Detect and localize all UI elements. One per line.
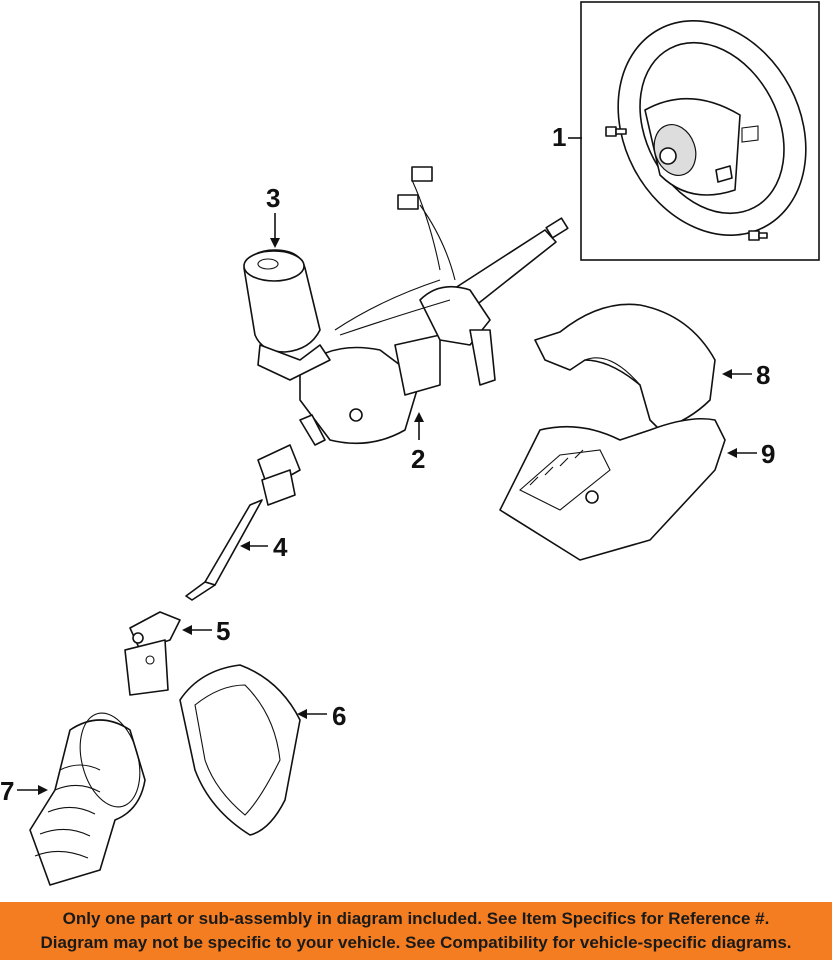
intermediate-shaft [185, 444, 301, 601]
callout-label-8: 8 [756, 360, 770, 390]
universal-joint [124, 611, 181, 696]
wheel-bolt-upper [605, 126, 627, 137]
callout-label-5: 5 [216, 616, 230, 646]
callout-6: 6 [297, 701, 346, 731]
callout-5: 5 [182, 616, 230, 646]
callout-3: 3 [266, 183, 280, 248]
callout-label-1: 1 [552, 122, 566, 152]
disclaimer-banner: Only one part or sub-assembly in diagram… [0, 902, 832, 960]
wheel-bolt-lower [748, 230, 768, 241]
callout-label-3: 3 [266, 183, 280, 213]
callout-2: 2 [411, 412, 425, 474]
disclaimer-line-1: Only one part or sub-assembly in diagram… [62, 909, 770, 928]
steering-wheel [617, 20, 807, 236]
callout-label-4: 4 [273, 532, 288, 562]
callout-label-2: 2 [411, 444, 425, 474]
upper-column-cover [534, 303, 716, 431]
steering-wheel-inset [580, 1, 820, 261]
callout-7: 7 [0, 776, 48, 806]
callout-9: 9 [727, 439, 775, 469]
column-cover-plate [179, 664, 301, 836]
callout-label-6: 6 [332, 701, 346, 731]
steering-column-assembly [299, 166, 569, 446]
lower-column-cover [499, 417, 726, 561]
callout-label-9: 9 [761, 439, 775, 469]
steering-motor [243, 249, 331, 381]
callout-label-7: 7 [0, 776, 14, 806]
column-boot [29, 712, 146, 886]
callout-4: 4 [240, 532, 288, 562]
callout-8: 8 [722, 360, 770, 390]
callout-1: 1 [552, 122, 582, 152]
disclaimer-line-2: Diagram may not be specific to your vehi… [40, 933, 792, 952]
steering-column-parts-diagram: 1 2 3 4 5 6 7 8 9 [0, 1, 820, 886]
